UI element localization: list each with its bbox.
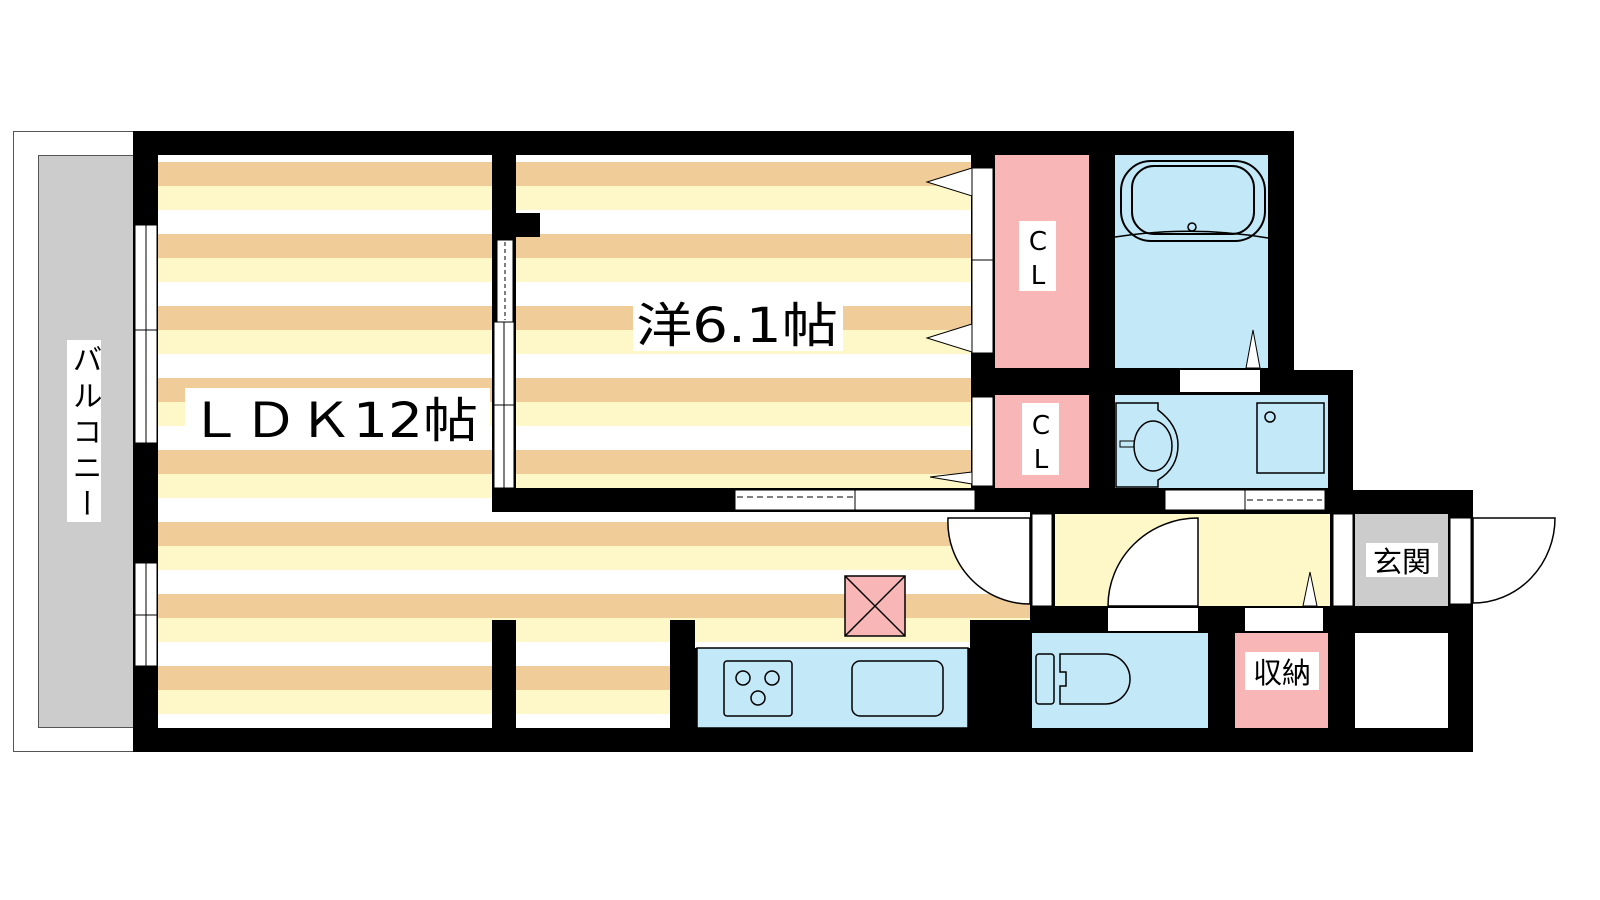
toilet-tank-icon (1035, 653, 1055, 705)
refrigerator-space-icon (844, 575, 906, 637)
shoe-cabinet (1355, 633, 1448, 728)
bathtub-icon (1120, 160, 1266, 242)
svg-text:収納: 収納 (1253, 656, 1311, 690)
balcony-label: バルコニー (67, 344, 102, 518)
room-toilet (1032, 633, 1208, 728)
storage-door[interactable] (1245, 571, 1323, 631)
washing-machine-icon (1256, 402, 1325, 474)
svg-text:L: L (1031, 261, 1046, 291)
closet-1-doors[interactable] (925, 167, 994, 354)
toilet-door[interactable] (1107, 517, 1199, 631)
closet-1: C L (995, 155, 1089, 368)
ldk-label: ＬＤＫ12帖 (185, 388, 490, 449)
sink-icon (851, 660, 944, 717)
svg-text:洋6.1帖: 洋6.1帖 (636, 298, 838, 354)
room-washroom (1115, 395, 1328, 488)
svg-text:C: C (1032, 411, 1050, 441)
closet-2: C L (995, 395, 1089, 488)
washbasin-icon (1115, 402, 1179, 488)
closet-2-door[interactable] (929, 396, 994, 487)
western-label: 洋6.1帖 (633, 293, 843, 354)
balcony-window-upper[interactable] (134, 224, 158, 444)
toilet-bowl-icon (1059, 653, 1131, 705)
hallway-door[interactable] (947, 513, 1053, 607)
western-room-sliding-door[interactable] (493, 239, 515, 489)
balcony-window-lower[interactable] (134, 562, 158, 667)
washroom-door[interactable] (1164, 489, 1326, 511)
entrance-door[interactable] (1449, 517, 1556, 605)
svg-text:L: L (1034, 445, 1049, 475)
svg-text:玄関: 玄関 (1373, 545, 1431, 579)
balcony: バルコニー (13, 131, 139, 752)
room-bath (1114, 155, 1269, 368)
western-room-bottom-door[interactable] (734, 489, 976, 511)
kitchen-counter (696, 647, 969, 729)
room-entrance: 玄関 (1332, 513, 1448, 607)
stove-icon (723, 660, 793, 717)
room-storage: 収納 (1235, 633, 1328, 728)
svg-text:ＬＤＫ12帖: ＬＤＫ12帖 (188, 393, 478, 449)
svg-text:C: C (1029, 227, 1047, 257)
bath-door[interactable] (1180, 329, 1261, 392)
